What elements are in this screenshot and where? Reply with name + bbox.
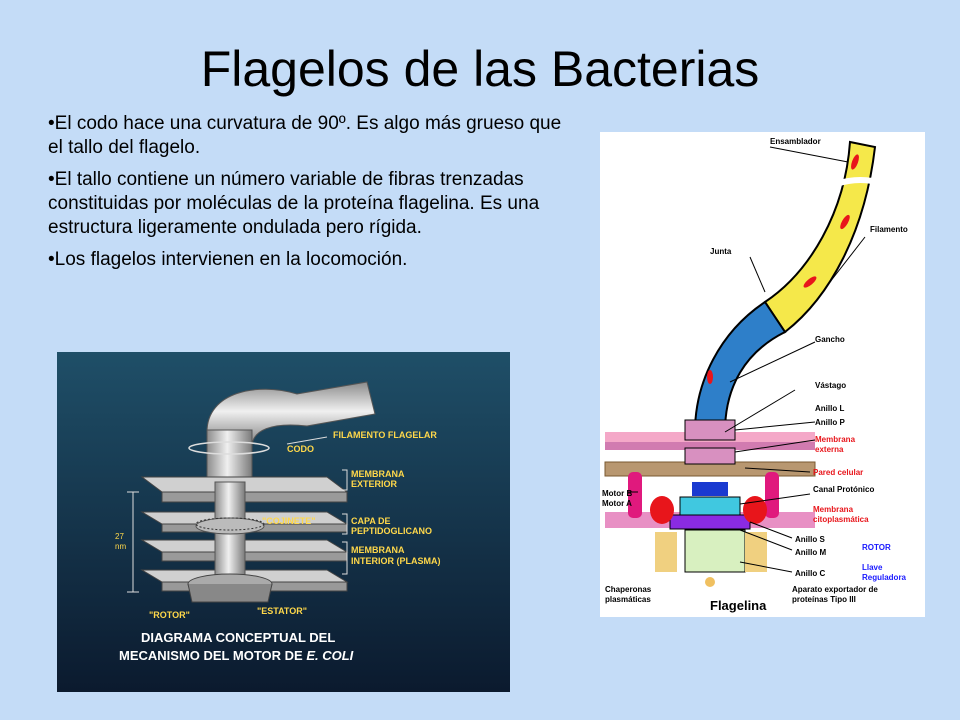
- membrana-interior-label: MEMBRANA: [351, 545, 405, 555]
- vastago-label: Vástago: [815, 381, 846, 390]
- reguladora-label: Reguladora: [862, 573, 907, 582]
- membrana-cito-label: Membrana: [813, 505, 854, 514]
- bullet-item: •Los flagelos intervienen en la locomoci…: [48, 249, 408, 270]
- bullet-item: •El tallo contiene un número variable de…: [48, 169, 540, 238]
- flagelina-label: Flagelina: [710, 598, 767, 613]
- anillo-s-label: Anillo S: [795, 535, 825, 544]
- slide-title: Flagelos de las Bacterias: [200, 41, 760, 97]
- gancho-label: Gancho: [815, 335, 845, 344]
- motor-a-label: Motor A: [602, 499, 632, 508]
- cojinete-label: "COJINETE": [262, 516, 316, 526]
- anillo-m-label: Anillo M: [795, 548, 826, 557]
- membrana-interior-label-2: INTERIOR (PLASMA): [351, 556, 441, 566]
- estator-label: "ESTATOR": [257, 606, 307, 616]
- flagellum-structure-diagram: Ensamblador Filamento Junta Gancho Vásta…: [600, 132, 925, 617]
- scale-unit: nm: [115, 542, 126, 551]
- diagram-caption-1: DIAGRAMA CONCEPTUAL DEL: [141, 630, 335, 645]
- rotor-right-label: ROTOR: [862, 543, 891, 552]
- junta-label: Junta: [710, 247, 732, 256]
- diagram-caption-ecoli: E. COLI: [306, 648, 353, 663]
- membrana-cito-label-2: citoplasmática: [813, 515, 869, 524]
- motor-b-label: Motor B: [602, 489, 632, 498]
- anillo-c-label: Anillo C: [795, 569, 825, 578]
- membrana-externa-label: Membrana: [815, 435, 856, 444]
- membrana-externa-label-2: externa: [815, 445, 844, 454]
- aparato-label-2: proteínas Tipo III: [792, 595, 856, 604]
- anillo-p-label: Anillo P: [815, 418, 845, 427]
- chaperonas-label: Chaperonas: [605, 585, 652, 594]
- llave-label: Llave: [862, 563, 883, 572]
- anillo-l-label: Anillo L: [815, 404, 844, 413]
- chaperonas-label-2: plasmáticas: [605, 595, 651, 604]
- bullet-list: •El codo hace una curvatura de 90º. Es a…: [48, 112, 578, 280]
- motor-concept-diagram: 27 nm CODO FILAMENTO FLAGELAR MEMBRANA E…: [57, 352, 510, 692]
- scale-label: 27: [115, 532, 124, 541]
- rotor-label: "ROTOR": [149, 610, 190, 620]
- diagram-caption-2: MECANISMO DEL MOTOR DE: [119, 648, 306, 663]
- aparato-label: Aparato exportador de: [792, 585, 878, 594]
- canal-protonico-label: Canal Protónico: [813, 485, 874, 494]
- filamento-right-label: Filamento: [870, 225, 908, 234]
- codo-label: CODO: [287, 444, 314, 454]
- membrana-exterior-label: MEMBRANA: [351, 469, 405, 479]
- filamento-label: FILAMENTO FLAGELAR: [333, 430, 437, 440]
- bullet-item: •El codo hace una curvatura de 90º. Es a…: [48, 113, 562, 158]
- membrana-exterior-label-2: EXTERIOR: [351, 479, 398, 489]
- pared-celular-label: Pared celular: [813, 468, 863, 477]
- capa-label-2: PEPTIDOGLICANO: [351, 526, 432, 536]
- svg-text:MECANISMO DEL MOTOR DE E. COLI: MECANISMO DEL MOTOR DE E. COLI: [119, 648, 354, 663]
- capa-label: CAPA DE: [351, 516, 391, 526]
- ensamblador-label: Ensamblador: [770, 137, 821, 146]
